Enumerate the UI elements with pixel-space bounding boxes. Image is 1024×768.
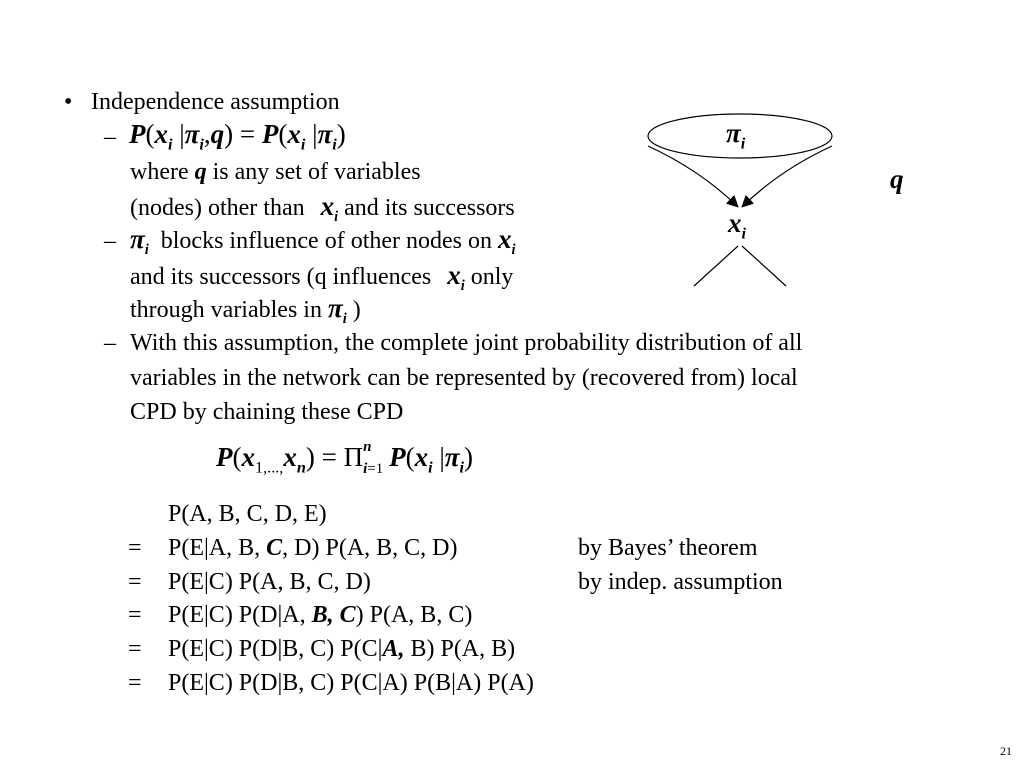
dash-1: – xyxy=(104,124,116,150)
edge-x-right-successor xyxy=(741,245,787,287)
where-line: where q is any set of variables xyxy=(130,159,421,185)
chain-row-0: P(A, B, C, D, E) xyxy=(168,501,327,527)
bullet-title: Independence assumption xyxy=(91,89,340,115)
diagram-pi-node: πi xyxy=(726,118,746,153)
chain-eq-5: = xyxy=(128,670,142,696)
chain-eq-2: = xyxy=(128,569,142,595)
chain-note-1: by Bayes’ theorem xyxy=(578,535,758,561)
dash-2: – xyxy=(104,228,116,254)
assumption-line-2: variables in the network can be represen… xyxy=(130,365,798,391)
parents-ellipse xyxy=(647,113,833,159)
through-line: through variables in πi ) xyxy=(130,293,361,327)
chain-row-4: P(E|C) P(D|B, C) P(C|A, B) P(A, B) xyxy=(168,636,516,662)
formula-independence: P(xi |πi,q) = P(xi |πi) xyxy=(129,119,346,154)
nodes-line: (nodes) other than xi and its successors xyxy=(130,191,515,225)
assumption-line-1: With this assumption, the complete joint… xyxy=(130,330,803,356)
chain-row-2: P(E|C) P(A, B, C, D) xyxy=(168,569,371,595)
chain-row-5: P(E|C) P(D|B, C) P(C|A) P(B|A) P(A) xyxy=(168,670,534,696)
chain-row-3: P(E|C) P(D|A, B, C) P(A, B, C) xyxy=(168,602,473,628)
chain-row-1: P(E|A, B, C, D) P(A, B, C, D) xyxy=(168,535,458,561)
dash-3: – xyxy=(104,330,116,356)
diagram-q-label: q xyxy=(890,164,904,194)
chain-eq-4: = xyxy=(128,636,142,662)
chain-eq-1: = xyxy=(128,535,142,561)
edge-x-left-successor xyxy=(693,245,739,287)
edge-left-to-x xyxy=(647,145,739,208)
chain-eq-3: = xyxy=(128,602,142,628)
assumption-line-3: CPD by chaining these CPD xyxy=(130,399,404,425)
page-number: 21 xyxy=(1000,744,1012,758)
blocks-line: πi blocks influence of other nodes on xi xyxy=(130,224,516,258)
edge-right-to-x xyxy=(741,145,833,208)
chain-note-2: by indep. assumption xyxy=(578,569,783,595)
bullet-marker: • xyxy=(64,89,73,115)
diagram-x-node: xi xyxy=(728,208,746,243)
successors-line: and its successors (q influences xi only xyxy=(130,260,514,294)
